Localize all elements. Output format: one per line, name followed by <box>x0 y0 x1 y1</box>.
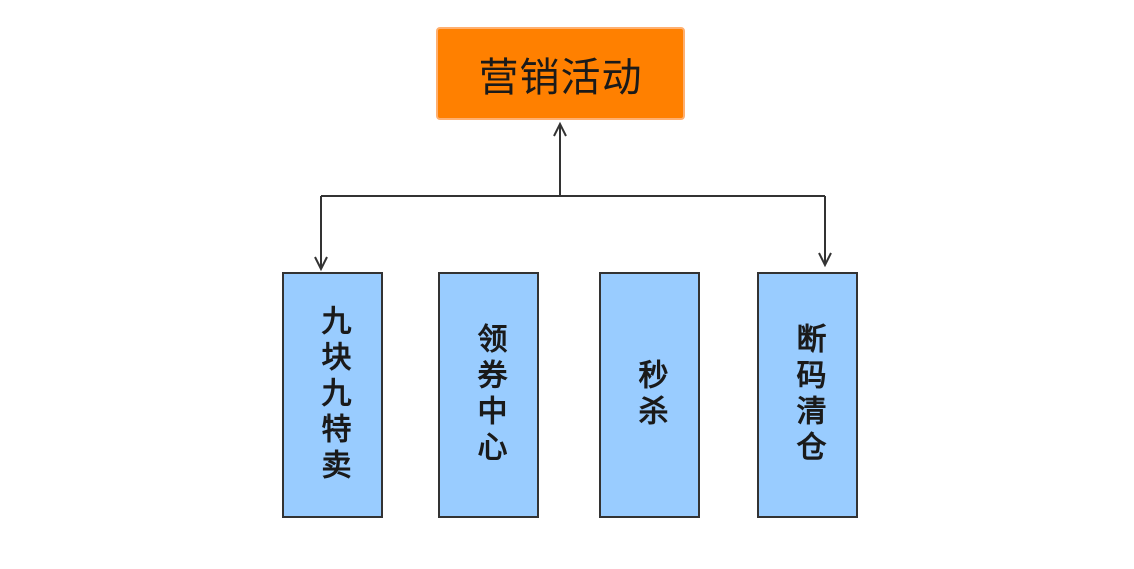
arrowhead-down-right-icon <box>818 252 832 268</box>
child-node-9-9-sale[interactable]: 九块九特卖 <box>282 272 383 518</box>
root-node-label: 营销活动 <box>478 54 643 101</box>
child-node-clearance[interactable]: 断码清仓 <box>757 272 858 518</box>
arrowhead-up-icon <box>553 121 567 137</box>
child-node-label: 断码清仓 <box>790 323 826 467</box>
child-node-coupon-center[interactable]: 领券中心 <box>438 272 539 518</box>
child-node-label: 秒杀 <box>632 359 668 431</box>
child-node-label: 九块九特卖 <box>315 305 351 485</box>
arrowhead-down-left-icon <box>314 256 328 272</box>
root-node-marketing[interactable]: 营销活动 <box>436 27 685 120</box>
child-node-label: 领券中心 <box>471 323 507 467</box>
child-node-flash-sale[interactable]: 秒杀 <box>599 272 700 518</box>
